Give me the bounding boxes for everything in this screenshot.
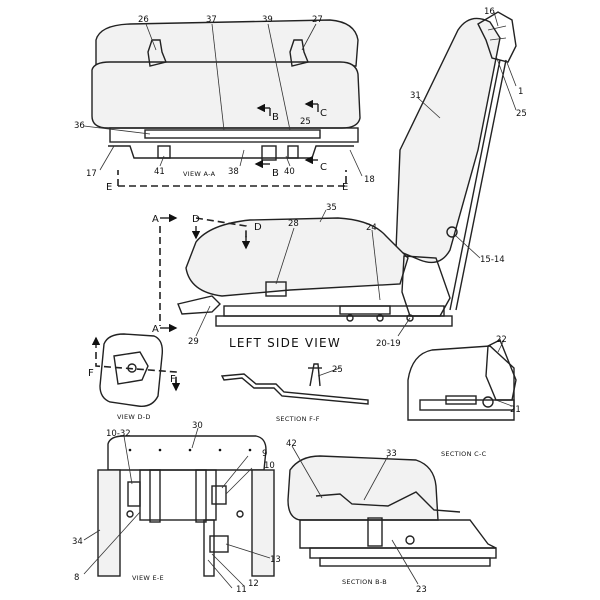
section-arrows: [91, 99, 319, 392]
callout-number: 24: [366, 223, 377, 233]
section-c-c-drawing: [407, 339, 517, 421]
section-b-b-drawing: [287, 455, 497, 567]
callout-number: 13: [270, 555, 281, 565]
section-letters: A A B B C C D D E E F F: [88, 108, 348, 385]
callout-number: 33: [386, 449, 397, 459]
section-letter: E: [106, 182, 112, 193]
callout-number: 22: [496, 335, 507, 345]
section-c-c-label: SECTION C-C: [441, 450, 487, 458]
callout-number: 41: [154, 167, 165, 177]
callout-number: 36: [74, 121, 85, 131]
backrest-drawing: [395, 11, 517, 311]
callout-number: 10: [264, 461, 275, 471]
section-letter: C: [320, 162, 327, 173]
view-a-a-drawing: [91, 19, 361, 187]
callout-number: 42: [286, 439, 297, 449]
callout-number: 25: [516, 109, 527, 119]
view-d-d-drawing: [95, 333, 177, 407]
section-letter: A: [152, 214, 159, 225]
callout-number: 20-19: [376, 339, 401, 349]
view-a-a-label: VIEW A-A: [183, 170, 216, 178]
left-side-view-label: LEFT SIDE VIEW: [229, 336, 341, 350]
section-letter: F: [88, 368, 94, 379]
section-letter: B: [272, 168, 279, 179]
callout-number: 9: [262, 449, 267, 459]
callout-number: 35: [326, 203, 337, 213]
section-f-f-drawing: [220, 363, 369, 405]
callout-number: 25: [332, 365, 343, 375]
view-labels: VIEW A-A LEFT SIDE VIEW VIEW D-D SECTION…: [117, 170, 487, 586]
section-letter: B: [272, 112, 279, 123]
callout-number: 15-14: [480, 255, 505, 265]
callout-number: 23: [416, 585, 427, 595]
callout-numbers: 1 8 9 10 10-32 11 12 13 15-14 16 17 18 2…: [72, 7, 527, 595]
view-d-d-label: VIEW D-D: [117, 413, 151, 421]
callout-number: 11: [236, 585, 247, 595]
section-letter: F: [170, 374, 176, 385]
callout-number: 17: [86, 169, 97, 179]
section-letter: D: [254, 222, 262, 233]
callout-number: 1: [518, 87, 523, 97]
view-e-e-label: VIEW E-E: [132, 574, 164, 582]
section-letter: E: [342, 182, 348, 193]
callout-number: 21: [510, 405, 521, 415]
callout-number: 29: [188, 337, 199, 347]
section-b-b-label: SECTION B-B: [342, 578, 387, 586]
callout-number: 40: [284, 167, 295, 177]
callout-number: 10-32: [106, 429, 131, 439]
callout-number: 31: [410, 91, 421, 101]
section-f-f-label: SECTION F-F: [276, 415, 320, 423]
view-e-e-drawing: [97, 435, 275, 577]
callout-number: 8: [74, 573, 79, 583]
left-side-view-drawing: [159, 217, 453, 327]
callout-number: 38: [228, 167, 239, 177]
callout-number: 27: [312, 15, 323, 25]
section-letter: A: [152, 324, 159, 335]
callout-number: 28: [288, 219, 299, 229]
section-letter: C: [320, 108, 327, 119]
callout-number: 34: [72, 537, 83, 547]
callout-number: 16: [484, 7, 495, 17]
callout-number: 12: [248, 579, 259, 589]
callout-number: 37: [206, 15, 217, 25]
section-letter: D: [192, 214, 200, 225]
callout-number: 39: [262, 15, 273, 25]
callout-number: 25: [300, 117, 311, 127]
callout-number: 26: [138, 15, 149, 25]
callout-number: 30: [192, 421, 203, 431]
callout-number: 18: [364, 175, 375, 185]
leader-lines: [83, 11, 517, 589]
